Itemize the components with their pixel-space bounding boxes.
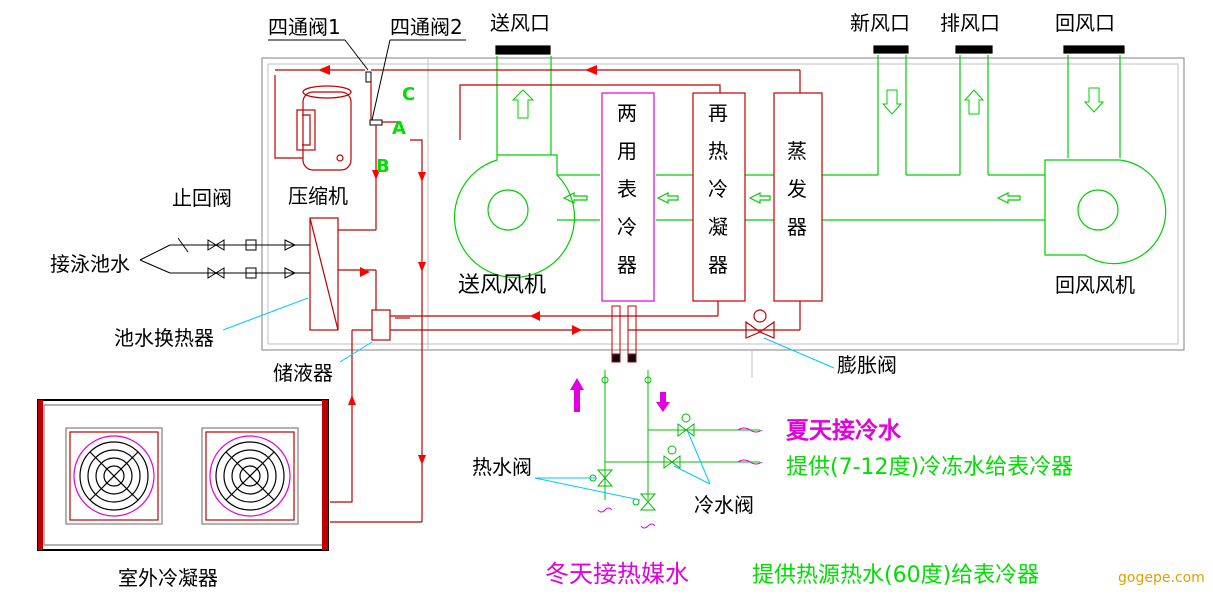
chilled-water-desc: 提供(7-12度)冷冻水给表冷器	[786, 455, 1073, 480]
condenser-fan-right	[201, 427, 299, 525]
port-c-label: C	[402, 84, 415, 105]
dual-coil-char: 器	[617, 253, 637, 277]
return-fan	[1044, 159, 1167, 265]
dual-coil-char: 表	[617, 177, 637, 201]
condenser-fan-left	[65, 427, 163, 525]
supply-fan-label: 送风风机	[458, 273, 546, 298]
dual-coil-label: 两 用 表 冷 器	[617, 101, 637, 277]
exhaust-outlet-label: 排风口	[940, 11, 1000, 35]
receiver-label: 储液器	[273, 361, 333, 385]
four-way-valves	[365, 71, 383, 126]
pool-water-label: 接泳池水	[50, 252, 130, 276]
pool-water-pipes	[139, 237, 310, 279]
port-a-label: A	[392, 118, 406, 139]
supply-outlet-duct	[495, 45, 552, 155]
receiver	[371, 309, 391, 341]
four-way-valve-2-label: 四通阀2	[390, 15, 463, 39]
supply-outlet-label: 送风口	[490, 11, 550, 35]
valve2-leader	[371, 39, 391, 121]
hot-water-valve-label: 热水阀	[472, 455, 532, 479]
reheat-condenser	[692, 92, 746, 302]
air-path	[562, 174, 1045, 221]
exhaust-duct	[955, 45, 993, 175]
reheat-char: 再	[708, 101, 728, 125]
evaporator-char: 蒸	[787, 139, 807, 163]
evaporator-label: 蒸 发 器	[787, 139, 807, 239]
return-inlet-label: 回风口	[1055, 11, 1115, 35]
compressor-label: 压缩机	[288, 184, 348, 208]
reheat-char: 热	[708, 139, 728, 163]
reheat-char: 器	[708, 253, 728, 277]
expansion-valve	[745, 309, 775, 339]
pool-heat-exchanger-label: 池水换热器	[114, 326, 214, 350]
unit-housing-inner	[267, 63, 1179, 345]
check-valve-label: 止回阀	[172, 186, 232, 210]
evaporator-char: 器	[787, 215, 807, 239]
flow-arrows	[318, 65, 597, 465]
winter-heat-water-label: 冬天接热媒水	[545, 560, 689, 588]
reheat-condenser-label: 再 热 冷 凝 器	[708, 101, 728, 277]
reheat-char: 凝	[708, 215, 728, 239]
return-inlet-duct	[1063, 45, 1125, 158]
dual-use-coil	[601, 92, 655, 302]
watermark: gogepe.com	[1118, 570, 1205, 586]
reheat-char: 冷	[708, 177, 728, 201]
summer-cold-water-label: 夏天接冷水	[786, 417, 902, 444]
four-way-valve-1-label: 四通阀1	[268, 15, 341, 39]
dual-coil-char: 冷	[617, 215, 637, 239]
fresh-air-inlet-label: 新风口	[850, 11, 910, 35]
hot-water-desc: 提供热源热水(60度)给表冷器	[752, 563, 1039, 588]
dual-coil-char: 用	[617, 139, 637, 163]
outdoor-condenser-label: 室外冷凝器	[118, 566, 218, 590]
supply-fan	[453, 154, 600, 278]
compressor	[296, 85, 352, 171]
expansion-valve-label: 膨胀阀	[837, 353, 897, 377]
evaporator	[773, 92, 823, 302]
dual-coil-char: 两	[617, 101, 637, 125]
port-b-label: B	[376, 156, 390, 177]
water-piping	[589, 370, 760, 511]
evaporator-char: 发	[787, 177, 807, 201]
coil-water-connections	[611, 305, 637, 363]
cold-water-valve-label: 冷水阀	[694, 493, 754, 517]
water-flow-arrows	[570, 378, 670, 412]
leader-lines	[222, 297, 835, 501]
unit-housing	[261, 57, 1185, 351]
valve1-leader	[344, 39, 369, 71]
pool-heat-exchanger	[309, 217, 339, 331]
water-pipe-breaks	[597, 427, 763, 529]
fresh-air-duct	[873, 45, 909, 175]
return-fan-label: 回风风机	[1055, 273, 1135, 297]
outdoor-condenser	[37, 399, 329, 551]
